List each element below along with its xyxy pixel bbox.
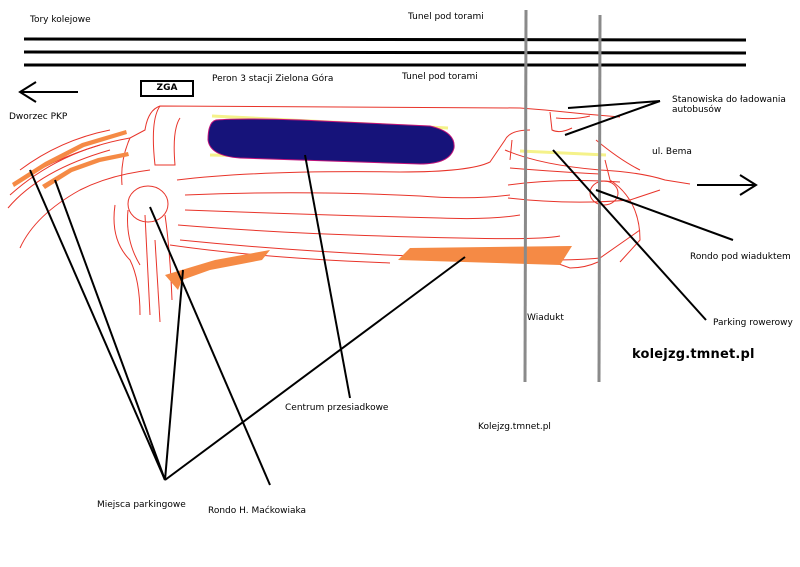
railway-tracks <box>23 37 747 67</box>
label-bike-parking: Parking rowerowy <box>713 318 793 328</box>
parking-strip-left-2 <box>42 152 129 189</box>
site-watermark-small: Kolejzg.tmnet.pl <box>478 422 551 432</box>
label-street: ul. Bema <box>652 147 692 157</box>
label-roundabout-mackowiak: Rondo H. Maćkowiaka <box>208 506 307 516</box>
label-viaduct: Wiadukt <box>527 313 564 323</box>
parking-areas <box>12 130 572 290</box>
zga-label: ZGA <box>156 83 178 93</box>
label-tracks: Tory kolejowe <box>30 15 91 25</box>
label-bus-stands: Stanowiska do ładowania autobusów <box>672 95 786 116</box>
label-tunnel-top: Tunel pod torami <box>408 12 484 22</box>
viaduct <box>523 9 602 383</box>
arrow-right-icon <box>697 174 758 196</box>
parking-lot-long <box>398 246 572 265</box>
zga-sign: ZGA <box>140 80 194 97</box>
parking-lot-diagonal <box>165 250 270 290</box>
label-viaduct-roundabout: Rondo pod wiaduktem <box>690 252 791 262</box>
label-station: Dworzec PKP <box>9 112 68 122</box>
label-tunnel-mid: Tunel pod torami <box>402 72 478 82</box>
parking-strip-left-1 <box>12 130 127 187</box>
label-parking: Miejsca parkingowe <box>97 500 186 510</box>
transfer-center-platform <box>207 118 455 165</box>
leader-lines <box>29 100 734 486</box>
label-platform: Peron 3 stacji Zielona Góra <box>212 74 334 84</box>
arrow-left-icon <box>18 81 78 103</box>
label-transfer-center: Centrum przesiadkowe <box>285 403 389 413</box>
site-watermark-large: kolejzg.tmnet.pl <box>632 347 755 362</box>
